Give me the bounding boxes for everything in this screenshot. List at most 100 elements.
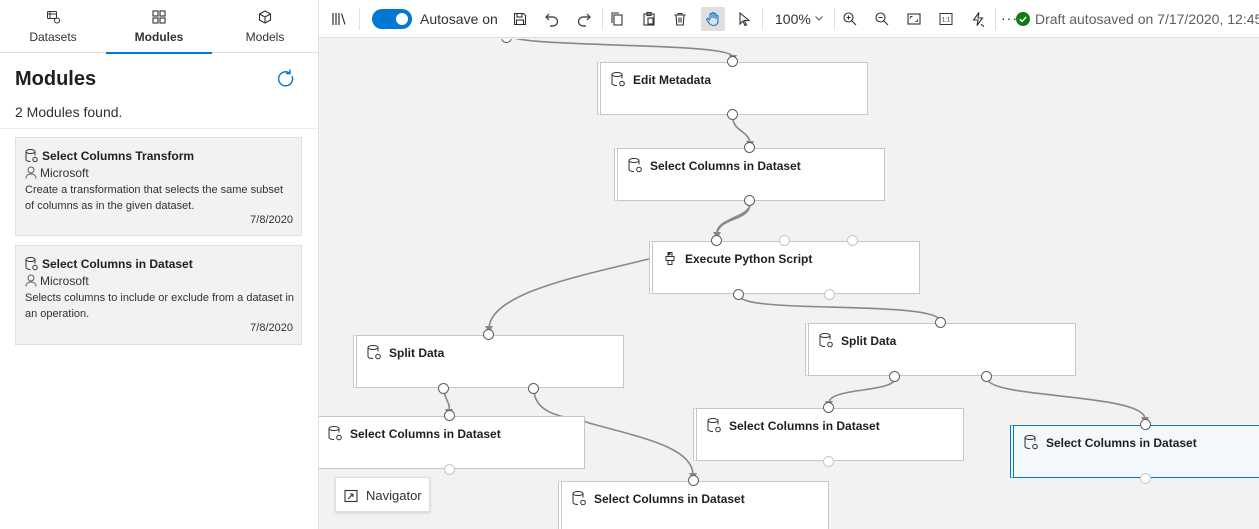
toolbar-divider	[762, 8, 763, 30]
tab-datasets[interactable]: Datasets	[0, 0, 106, 53]
node-select-columns[interactable]: Select Columns in Dataset	[693, 408, 964, 461]
input-port[interactable]	[711, 235, 722, 246]
datasets-icon	[47, 11, 60, 24]
node-split-data[interactable]: Split Data	[353, 335, 624, 388]
input-port[interactable]	[847, 235, 858, 246]
module-icon	[611, 72, 625, 87]
toolbar-divider	[995, 8, 996, 30]
fit-to-screen-button[interactable]	[902, 7, 926, 31]
input-port[interactable]	[688, 475, 699, 486]
output-port[interactable]	[727, 109, 738, 120]
module-date: 7/8/2020	[250, 322, 293, 334]
zoom-in-button[interactable]	[838, 7, 862, 31]
navigator-icon	[344, 489, 358, 503]
output-port[interactable]	[981, 371, 992, 382]
svg-text:1:1: 1:1	[942, 18, 951, 24]
autosave-toggle[interactable]	[372, 9, 412, 29]
node-title: Select Columns in Dataset	[729, 419, 880, 433]
output-port[interactable]	[744, 195, 755, 206]
toolbar-divider	[359, 8, 360, 30]
module-icon	[367, 345, 381, 360]
copy-button[interactable]	[605, 7, 629, 31]
navigator-label: Navigator	[366, 488, 422, 503]
person-icon	[25, 166, 37, 179]
module-title: Select Columns Transform	[42, 149, 195, 163]
node-execute-python-script[interactable]: Execute Python Script	[649, 241, 920, 294]
output-port[interactable]	[438, 383, 449, 394]
auto-layout-button[interactable]	[966, 7, 990, 31]
library-icon	[332, 13, 346, 25]
node-select-columns[interactable]: Select Columns in Dataset	[614, 148, 885, 201]
module-icon	[25, 257, 38, 271]
select-tool-button[interactable]	[732, 7, 756, 31]
input-port[interactable]	[744, 142, 755, 153]
pan-tool-button[interactable]	[701, 7, 725, 31]
modules-found-count: 2 Modules found.	[15, 104, 123, 120]
module-card[interactable]: Select Columns in Dataset Microsoft Sele…	[15, 245, 302, 345]
node-select-columns-selected[interactable]: Select Columns in Dataset	[1010, 425, 1259, 478]
input-port[interactable]	[444, 410, 455, 421]
autosave-status-text: Draft autosaved on 7/17/2020, 12:45	[1035, 11, 1259, 27]
hand-icon	[706, 11, 719, 27]
toolbar-divider	[834, 8, 835, 30]
actual-size-icon: 1:1	[939, 13, 953, 25]
output-port[interactable]	[733, 289, 744, 300]
actual-size-button[interactable]: 1:1	[934, 7, 958, 31]
chevron-down-icon[interactable]	[814, 13, 824, 23]
node-title: Split Data	[841, 334, 897, 348]
input-port[interactable]	[1140, 419, 1151, 430]
zoom-out-button[interactable]	[870, 7, 894, 31]
undo-button[interactable]	[540, 7, 564, 31]
output-port[interactable]	[889, 371, 900, 382]
module-icon	[707, 418, 721, 433]
node-title: Select Columns in Dataset	[650, 159, 801, 173]
save-button[interactable]	[508, 7, 532, 31]
node-select-columns[interactable]: Select Columns in Dataset	[558, 481, 829, 529]
node-title: Select Columns in Dataset	[1046, 436, 1197, 450]
tab-models[interactable]: Models	[212, 0, 318, 53]
input-port[interactable]	[727, 56, 738, 67]
output-port[interactable]	[823, 456, 834, 467]
zoom-level-dropdown[interactable]: 100%	[775, 11, 811, 27]
pipeline-canvas[interactable]: Edit Metadata Select Columns in Dataset …	[319, 39, 1259, 529]
wire	[533, 388, 694, 476]
redo-button[interactable]	[572, 7, 596, 31]
check-circle-icon	[1016, 12, 1030, 26]
output-port[interactable]	[528, 383, 539, 394]
input-port[interactable]	[483, 329, 494, 340]
node-title: Select Columns in Dataset	[350, 427, 501, 441]
tab-modules[interactable]: Modules	[106, 0, 212, 54]
node-select-columns[interactable]: Select Columns in Dataset	[319, 416, 585, 469]
delete-button[interactable]	[668, 7, 692, 31]
wire	[515, 39, 734, 58]
input-port[interactable]	[823, 402, 834, 413]
paste-button[interactable]	[637, 7, 661, 31]
module-icon	[328, 426, 342, 441]
refresh-icon[interactable]	[275, 68, 297, 90]
library-toggle-button[interactable]	[327, 7, 351, 31]
module-icon	[1024, 435, 1038, 450]
autosave-label: Autosave on	[420, 11, 498, 27]
wire	[488, 258, 650, 329]
node-title: Execute Python Script	[685, 252, 813, 266]
paste-icon	[643, 11, 655, 26]
module-date: 7/8/2020	[250, 214, 293, 226]
node-edit-metadata[interactable]: Edit Metadata	[597, 62, 868, 115]
person-icon	[25, 274, 37, 287]
output-port[interactable]	[824, 289, 835, 300]
redo-icon	[577, 13, 591, 27]
node-split-data[interactable]: Split Data	[805, 323, 1076, 376]
panel-title: Modules	[15, 68, 97, 90]
input-port[interactable]	[779, 235, 790, 246]
tab-datasets-label: Datasets	[29, 30, 77, 44]
wire	[738, 294, 942, 323]
module-author: Microsoft	[40, 166, 89, 180]
module-card[interactable]: Select Columns Transform Microsoft Creat…	[15, 137, 302, 236]
output-port[interactable]	[444, 464, 455, 475]
navigator-button[interactable]: Navigator	[335, 477, 430, 512]
module-icon	[819, 333, 833, 348]
more-options-button[interactable]: ···	[1001, 10, 1018, 26]
output-port[interactable]	[1140, 473, 1151, 484]
input-port[interactable]	[935, 317, 946, 328]
